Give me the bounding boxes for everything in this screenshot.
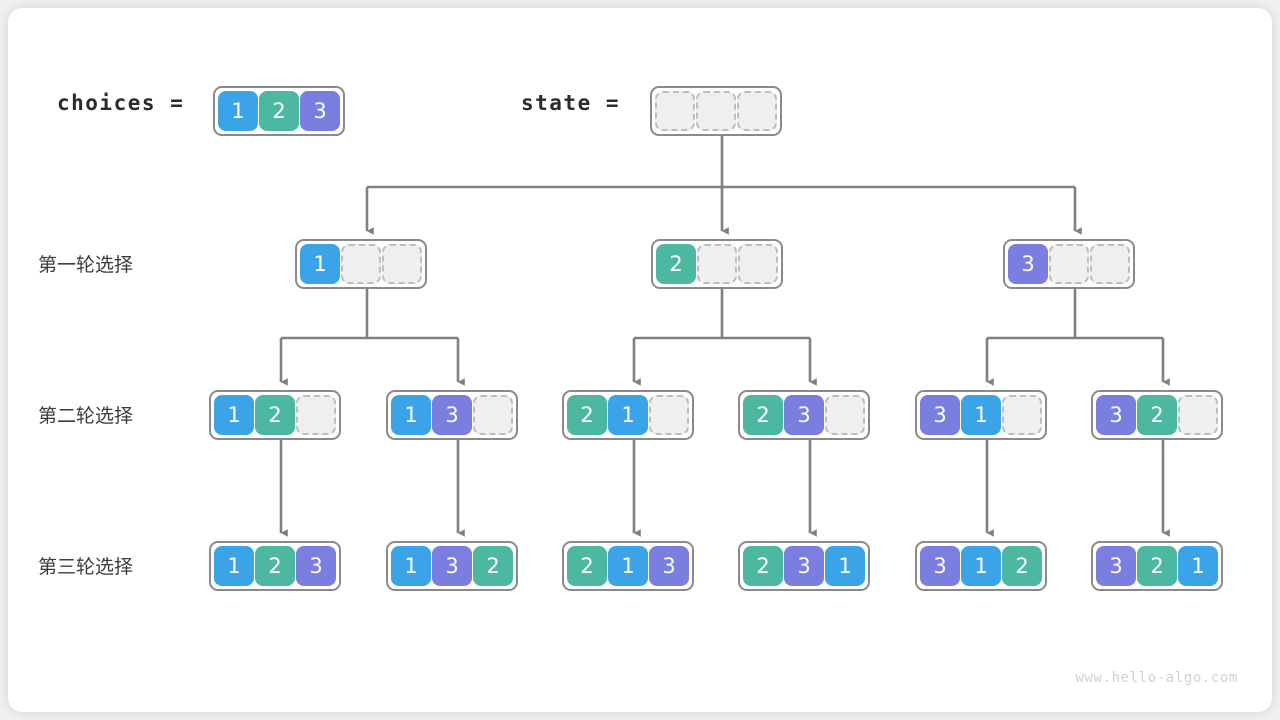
array-cell-filled: 1 <box>300 244 340 284</box>
array-cell-filled: 3 <box>296 546 336 586</box>
array-cell-filled: 1 <box>214 546 254 586</box>
array-cell-filled: 1 <box>825 546 865 586</box>
array-cell-filled: 3 <box>1008 244 1048 284</box>
array-cell-empty <box>1090 244 1130 284</box>
array-cell-filled: 2 <box>743 395 783 435</box>
array-cell-filled: 2 <box>1137 546 1177 586</box>
level1-node-2: 3 <box>1003 239 1135 289</box>
array-cell-filled: 1 <box>961 546 1001 586</box>
array-cell-filled: 3 <box>784 395 824 435</box>
level1-node-1: 2 <box>651 239 783 289</box>
array-cell-empty <box>738 244 778 284</box>
array-cell-filled: 3 <box>1096 395 1136 435</box>
row-label-round-3: 第三轮选择 <box>38 556 134 578</box>
array-cell-filled: 3 <box>649 546 689 586</box>
array-cell-filled: 1 <box>391 395 431 435</box>
array-cell-empty <box>341 244 381 284</box>
array-cell-filled: 3 <box>432 546 472 586</box>
diagram-card <box>8 8 1272 712</box>
array-cell-filled: 2 <box>1002 546 1042 586</box>
array-cell-filled: 3 <box>920 395 960 435</box>
array-cell-filled: 1 <box>1178 546 1218 586</box>
array-cell-filled: 2 <box>656 244 696 284</box>
array-cell-empty <box>473 395 513 435</box>
choices-label: choices = <box>57 91 185 115</box>
array-cell-empty <box>382 244 422 284</box>
array-cell-filled: 3 <box>784 546 824 586</box>
array-cell-empty <box>655 91 695 131</box>
array-cell-empty <box>296 395 336 435</box>
array-cell-filled: 3 <box>1096 546 1136 586</box>
level1-node-0: 1 <box>295 239 427 289</box>
array-cell-empty <box>1002 395 1042 435</box>
array-cell-empty <box>1049 244 1089 284</box>
array-cell-filled: 3 <box>432 395 472 435</box>
array-cell-empty <box>649 395 689 435</box>
array-cell-filled: 2 <box>255 546 295 586</box>
array-cell-filled: 2 <box>255 395 295 435</box>
array-cell-empty <box>737 91 777 131</box>
array-cell-filled: 2 <box>259 91 299 131</box>
array-cell-filled: 1 <box>608 395 648 435</box>
array-cell-filled: 1 <box>608 546 648 586</box>
footer-url: www.hello-algo.com <box>1075 670 1238 686</box>
array-cell-filled: 2 <box>567 395 607 435</box>
state-array <box>650 86 782 136</box>
array-cell-filled: 1 <box>214 395 254 435</box>
array-cell-filled: 1 <box>961 395 1001 435</box>
array-cell-filled: 3 <box>300 91 340 131</box>
state-label: state = <box>521 91 621 115</box>
array-cell-filled: 3 <box>920 546 960 586</box>
row-label-round-2: 第二轮选择 <box>38 405 134 427</box>
array-cell-empty <box>696 91 736 131</box>
array-cell-filled: 2 <box>1137 395 1177 435</box>
array-cell-filled: 2 <box>473 546 513 586</box>
array-cell-empty <box>1178 395 1218 435</box>
row-label-round-1: 第一轮选择 <box>38 254 134 276</box>
array-cell-filled: 2 <box>743 546 783 586</box>
array-cell-filled: 1 <box>391 546 431 586</box>
array-cell-filled: 1 <box>218 91 258 131</box>
array-cell-empty <box>825 395 865 435</box>
array-cell-empty <box>697 244 737 284</box>
array-cell-filled: 2 <box>567 546 607 586</box>
